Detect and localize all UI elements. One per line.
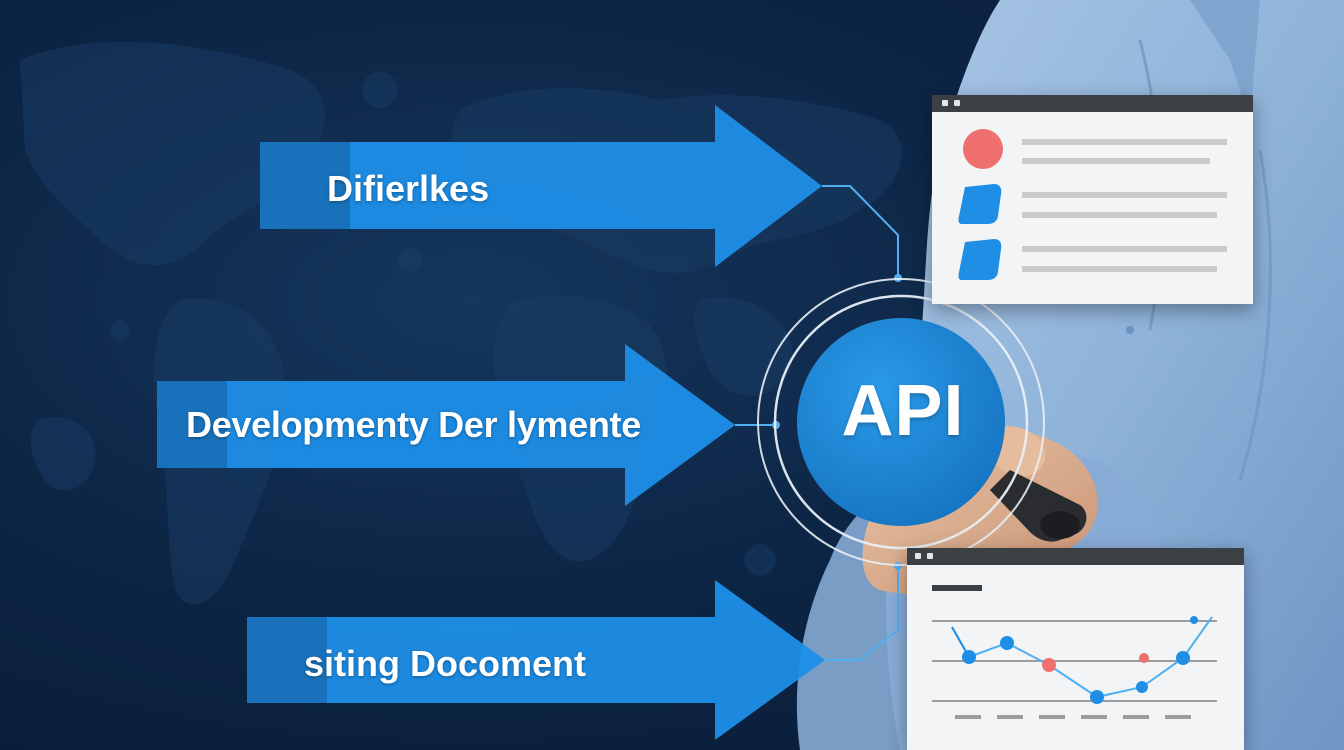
window-control-icon: [954, 100, 960, 106]
window-titlebar: [932, 95, 1253, 112]
window-control-icon: [927, 553, 933, 559]
arrow-label-3: siting Docoment: [304, 643, 587, 684]
line-chart-icon: [932, 585, 1217, 719]
profile-list-content: [958, 129, 1227, 280]
avatar-circle-icon: [963, 129, 1003, 169]
blue-card-icon: [958, 239, 1002, 280]
arrow-label-1: Difierlkes: [327, 168, 490, 209]
line-chart-window: [907, 548, 1244, 750]
window-titlebar: [907, 548, 1244, 565]
api-hub-label: API: [841, 371, 965, 451]
window-control-icon: [942, 100, 948, 106]
profile-list-window: [932, 95, 1253, 304]
window-control-icon: [915, 553, 921, 559]
arrow-label-2: Developmenty Der lymente: [186, 404, 641, 445]
blue-card-icon: [958, 184, 1002, 224]
